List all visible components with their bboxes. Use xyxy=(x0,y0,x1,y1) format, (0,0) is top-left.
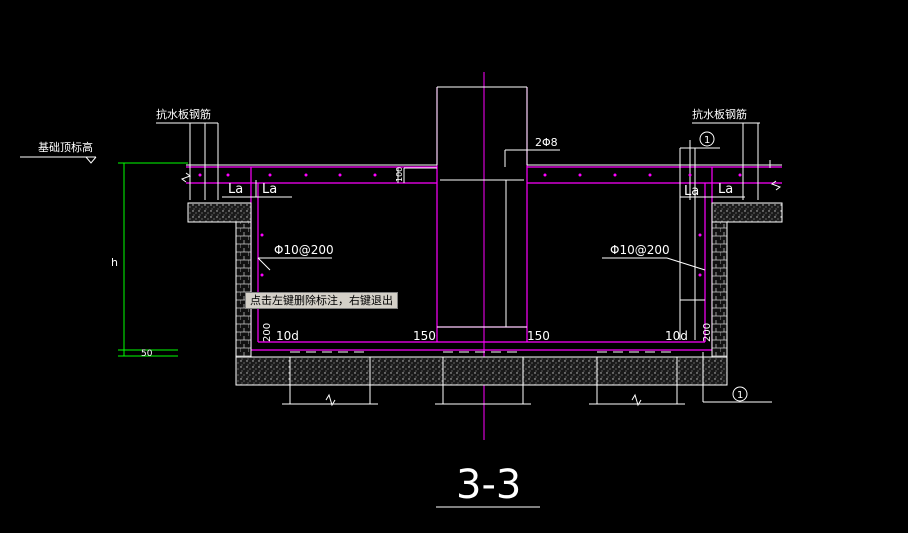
label-la-1: La xyxy=(228,182,243,197)
tooltip-delete-annotation: 点击左键删除标注，右键退出 xyxy=(245,292,398,309)
label-anti-water-left: 抗水板钢筋 xyxy=(156,107,211,121)
dimension-h xyxy=(118,162,188,357)
label-base-top-elevation: 基础顶标高 xyxy=(38,140,93,154)
circle-marker-bottom xyxy=(732,386,748,402)
label-200-left: 200 xyxy=(262,323,273,342)
brick-wall-right xyxy=(711,221,728,358)
dim-small-bottom: 50 xyxy=(141,349,153,359)
label-200-right: 200 xyxy=(702,323,713,342)
hatch-top-left xyxy=(187,202,252,223)
circle-marker-bottom-label: 1 xyxy=(737,390,743,401)
brick-wall-left xyxy=(235,221,252,358)
circle-marker-top-label: 1 xyxy=(704,135,710,146)
circle-marker-top xyxy=(699,131,715,147)
label-small-100: 100 xyxy=(395,167,404,182)
hatch-top-right xyxy=(711,202,783,223)
dim-h-label: h xyxy=(111,256,118,269)
label-150-right: 150 xyxy=(527,329,550,343)
label-anti-water-right: 抗水板钢筋 xyxy=(692,107,747,121)
label-la-3: La xyxy=(684,184,699,199)
rebar-dots xyxy=(198,173,742,277)
label-phi-left: Φ10@200 xyxy=(274,243,334,257)
label-la-4: La xyxy=(718,182,733,197)
ground-line xyxy=(20,156,97,164)
label-la-2: La xyxy=(262,182,277,197)
leader-lines xyxy=(156,122,782,403)
section-title: 3-3 xyxy=(456,462,521,508)
piles xyxy=(282,351,685,407)
label-phi-right: Φ10@200 xyxy=(610,243,670,257)
label-150-left: 150 xyxy=(413,329,436,343)
hatch-bottom-slab xyxy=(235,356,728,386)
label-rebar-2phi8: 2Φ8 xyxy=(535,136,558,149)
label-10d-left: 10d xyxy=(276,329,299,343)
label-10d-right: 10d xyxy=(665,329,688,343)
